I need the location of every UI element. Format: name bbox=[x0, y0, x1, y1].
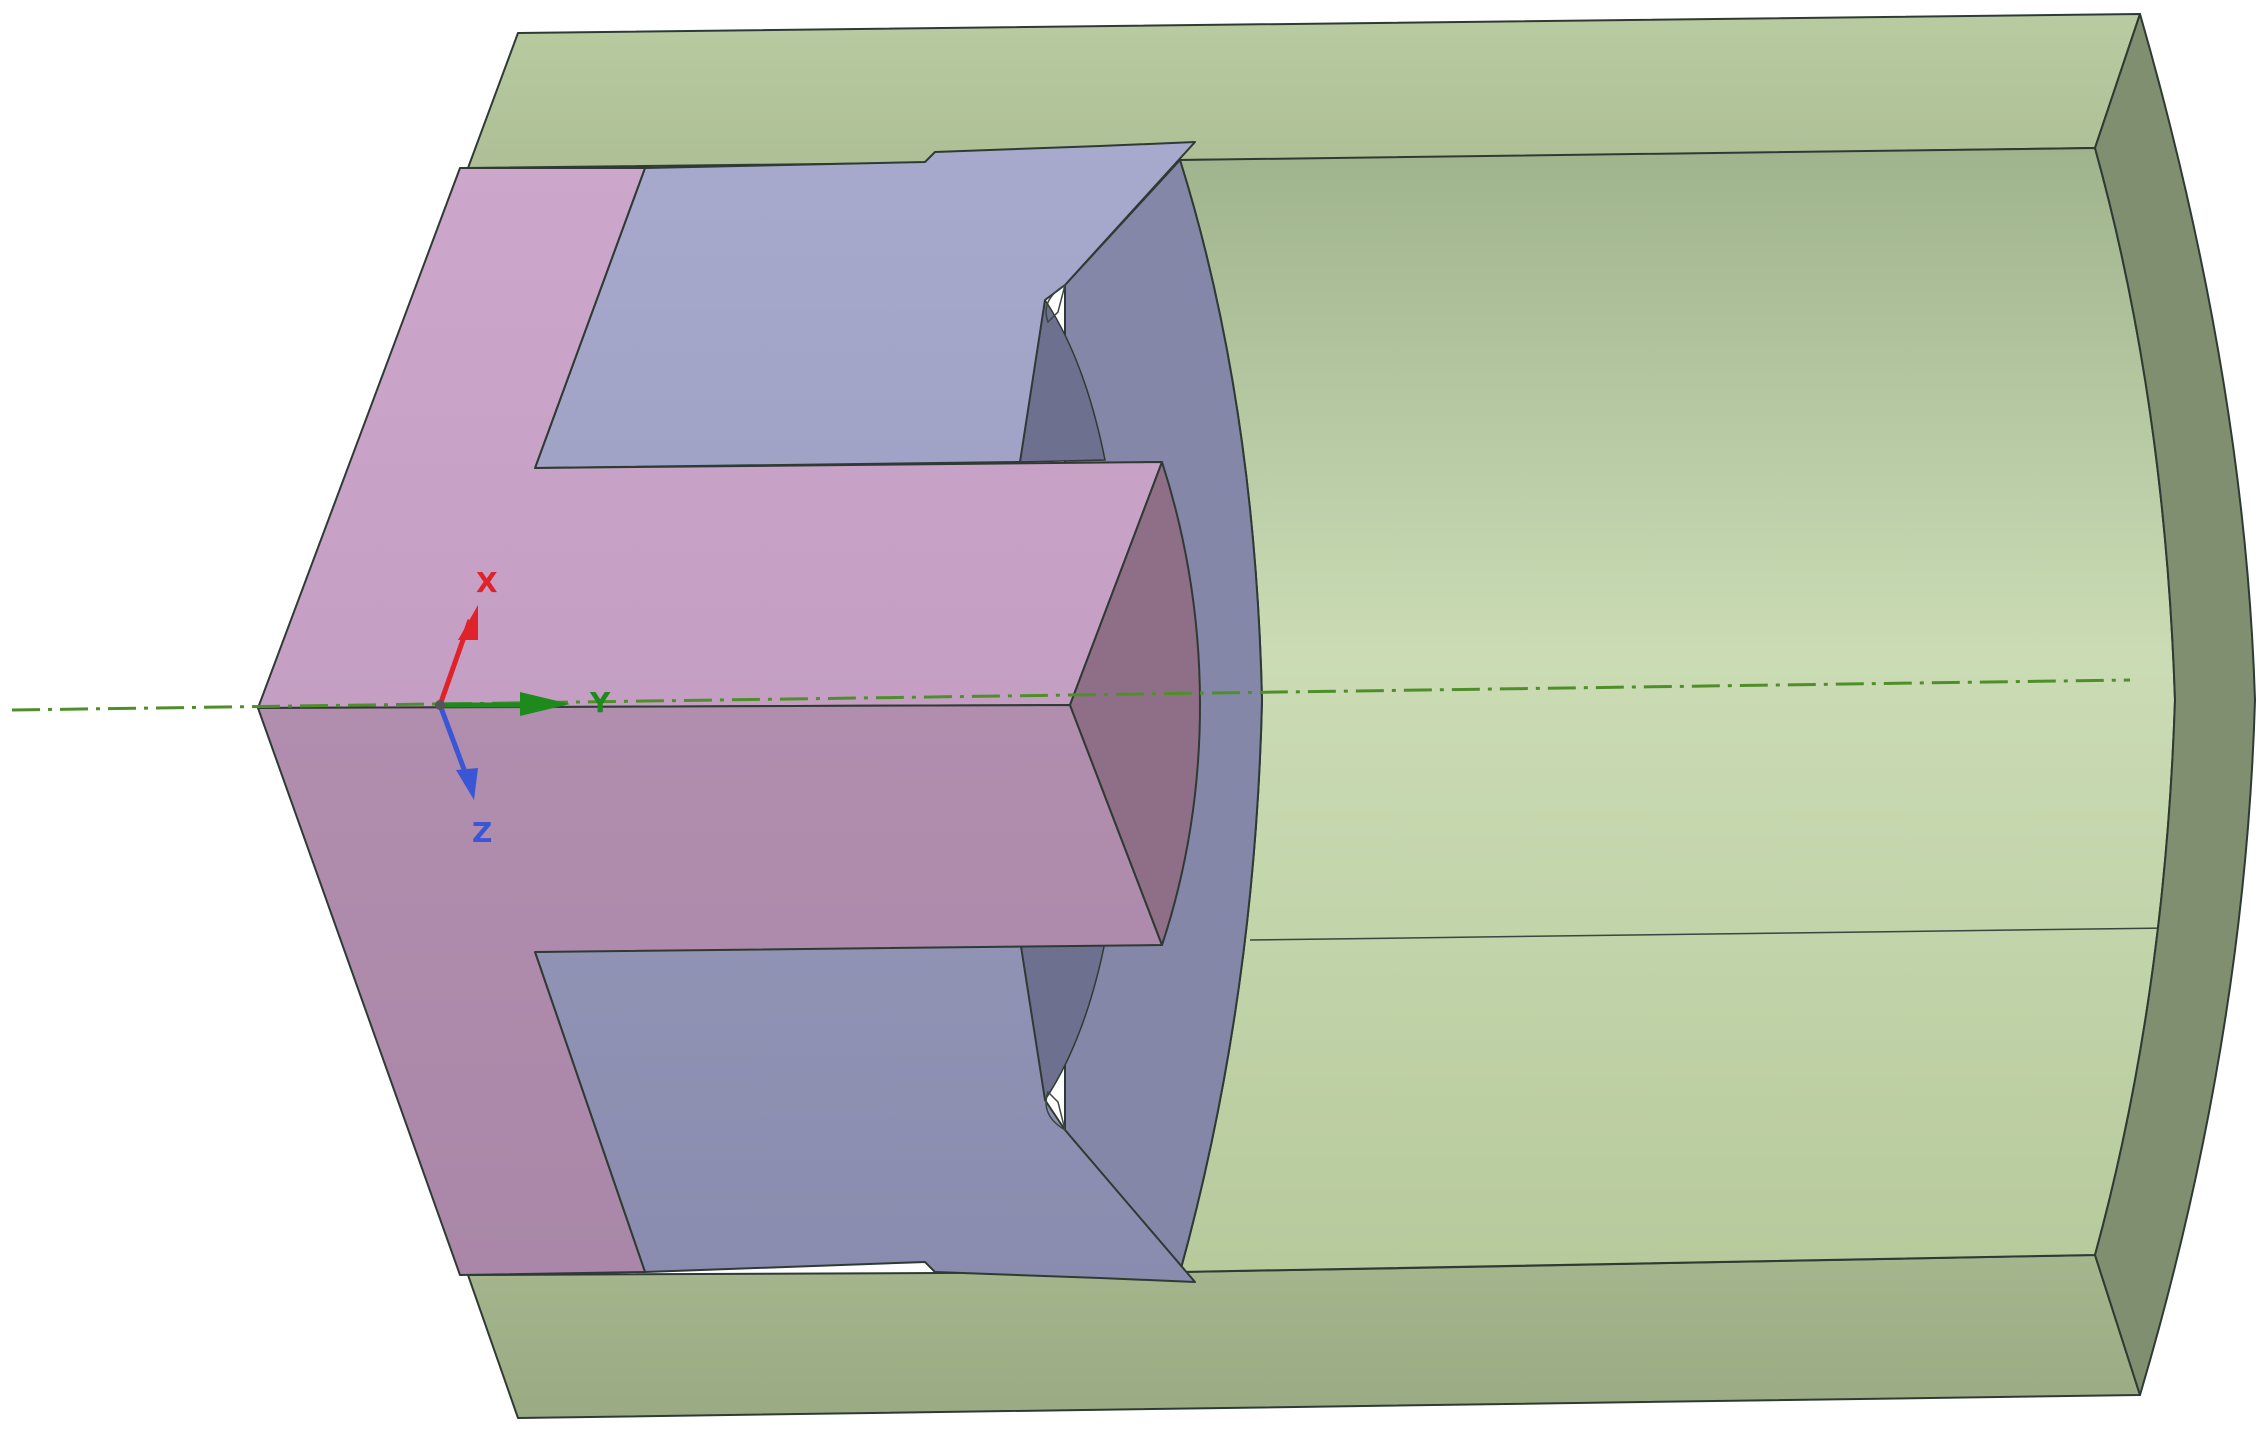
flange-lug-lower bbox=[1045, 1090, 1067, 1132]
coordinate-triad: X Y Z bbox=[435, 566, 611, 849]
x-axis-label: X bbox=[476, 566, 498, 599]
pink-body[interactable] bbox=[257, 167, 1201, 1276]
shell-bottom-face[interactable] bbox=[467, 1254, 2141, 1419]
inner-cylinder-surface[interactable] bbox=[1179, 147, 2176, 1273]
centerline-axis bbox=[11, 678, 2131, 712]
y-axis-label: Y bbox=[589, 686, 611, 719]
z-axis-label: Z bbox=[472, 816, 492, 849]
cylinder-seam-line bbox=[1249, 927, 2171, 941]
shell-end-face[interactable] bbox=[2094, 13, 2256, 1396]
z-axis-arrowhead bbox=[456, 768, 478, 800]
flange-lower-face[interactable] bbox=[534, 939, 1196, 1283]
outer-shell[interactable] bbox=[467, 13, 2256, 1419]
pink-stem-end-cap[interactable] bbox=[1069, 461, 1201, 946]
x-axis-arrowhead bbox=[458, 605, 478, 640]
y-axis-arrowhead bbox=[520, 692, 570, 716]
z-axis-arrow bbox=[437, 704, 471, 781]
triad-origin bbox=[435, 700, 445, 710]
shell-top-face[interactable] bbox=[467, 13, 2141, 169]
flange-lug-upper bbox=[1045, 283, 1067, 324]
